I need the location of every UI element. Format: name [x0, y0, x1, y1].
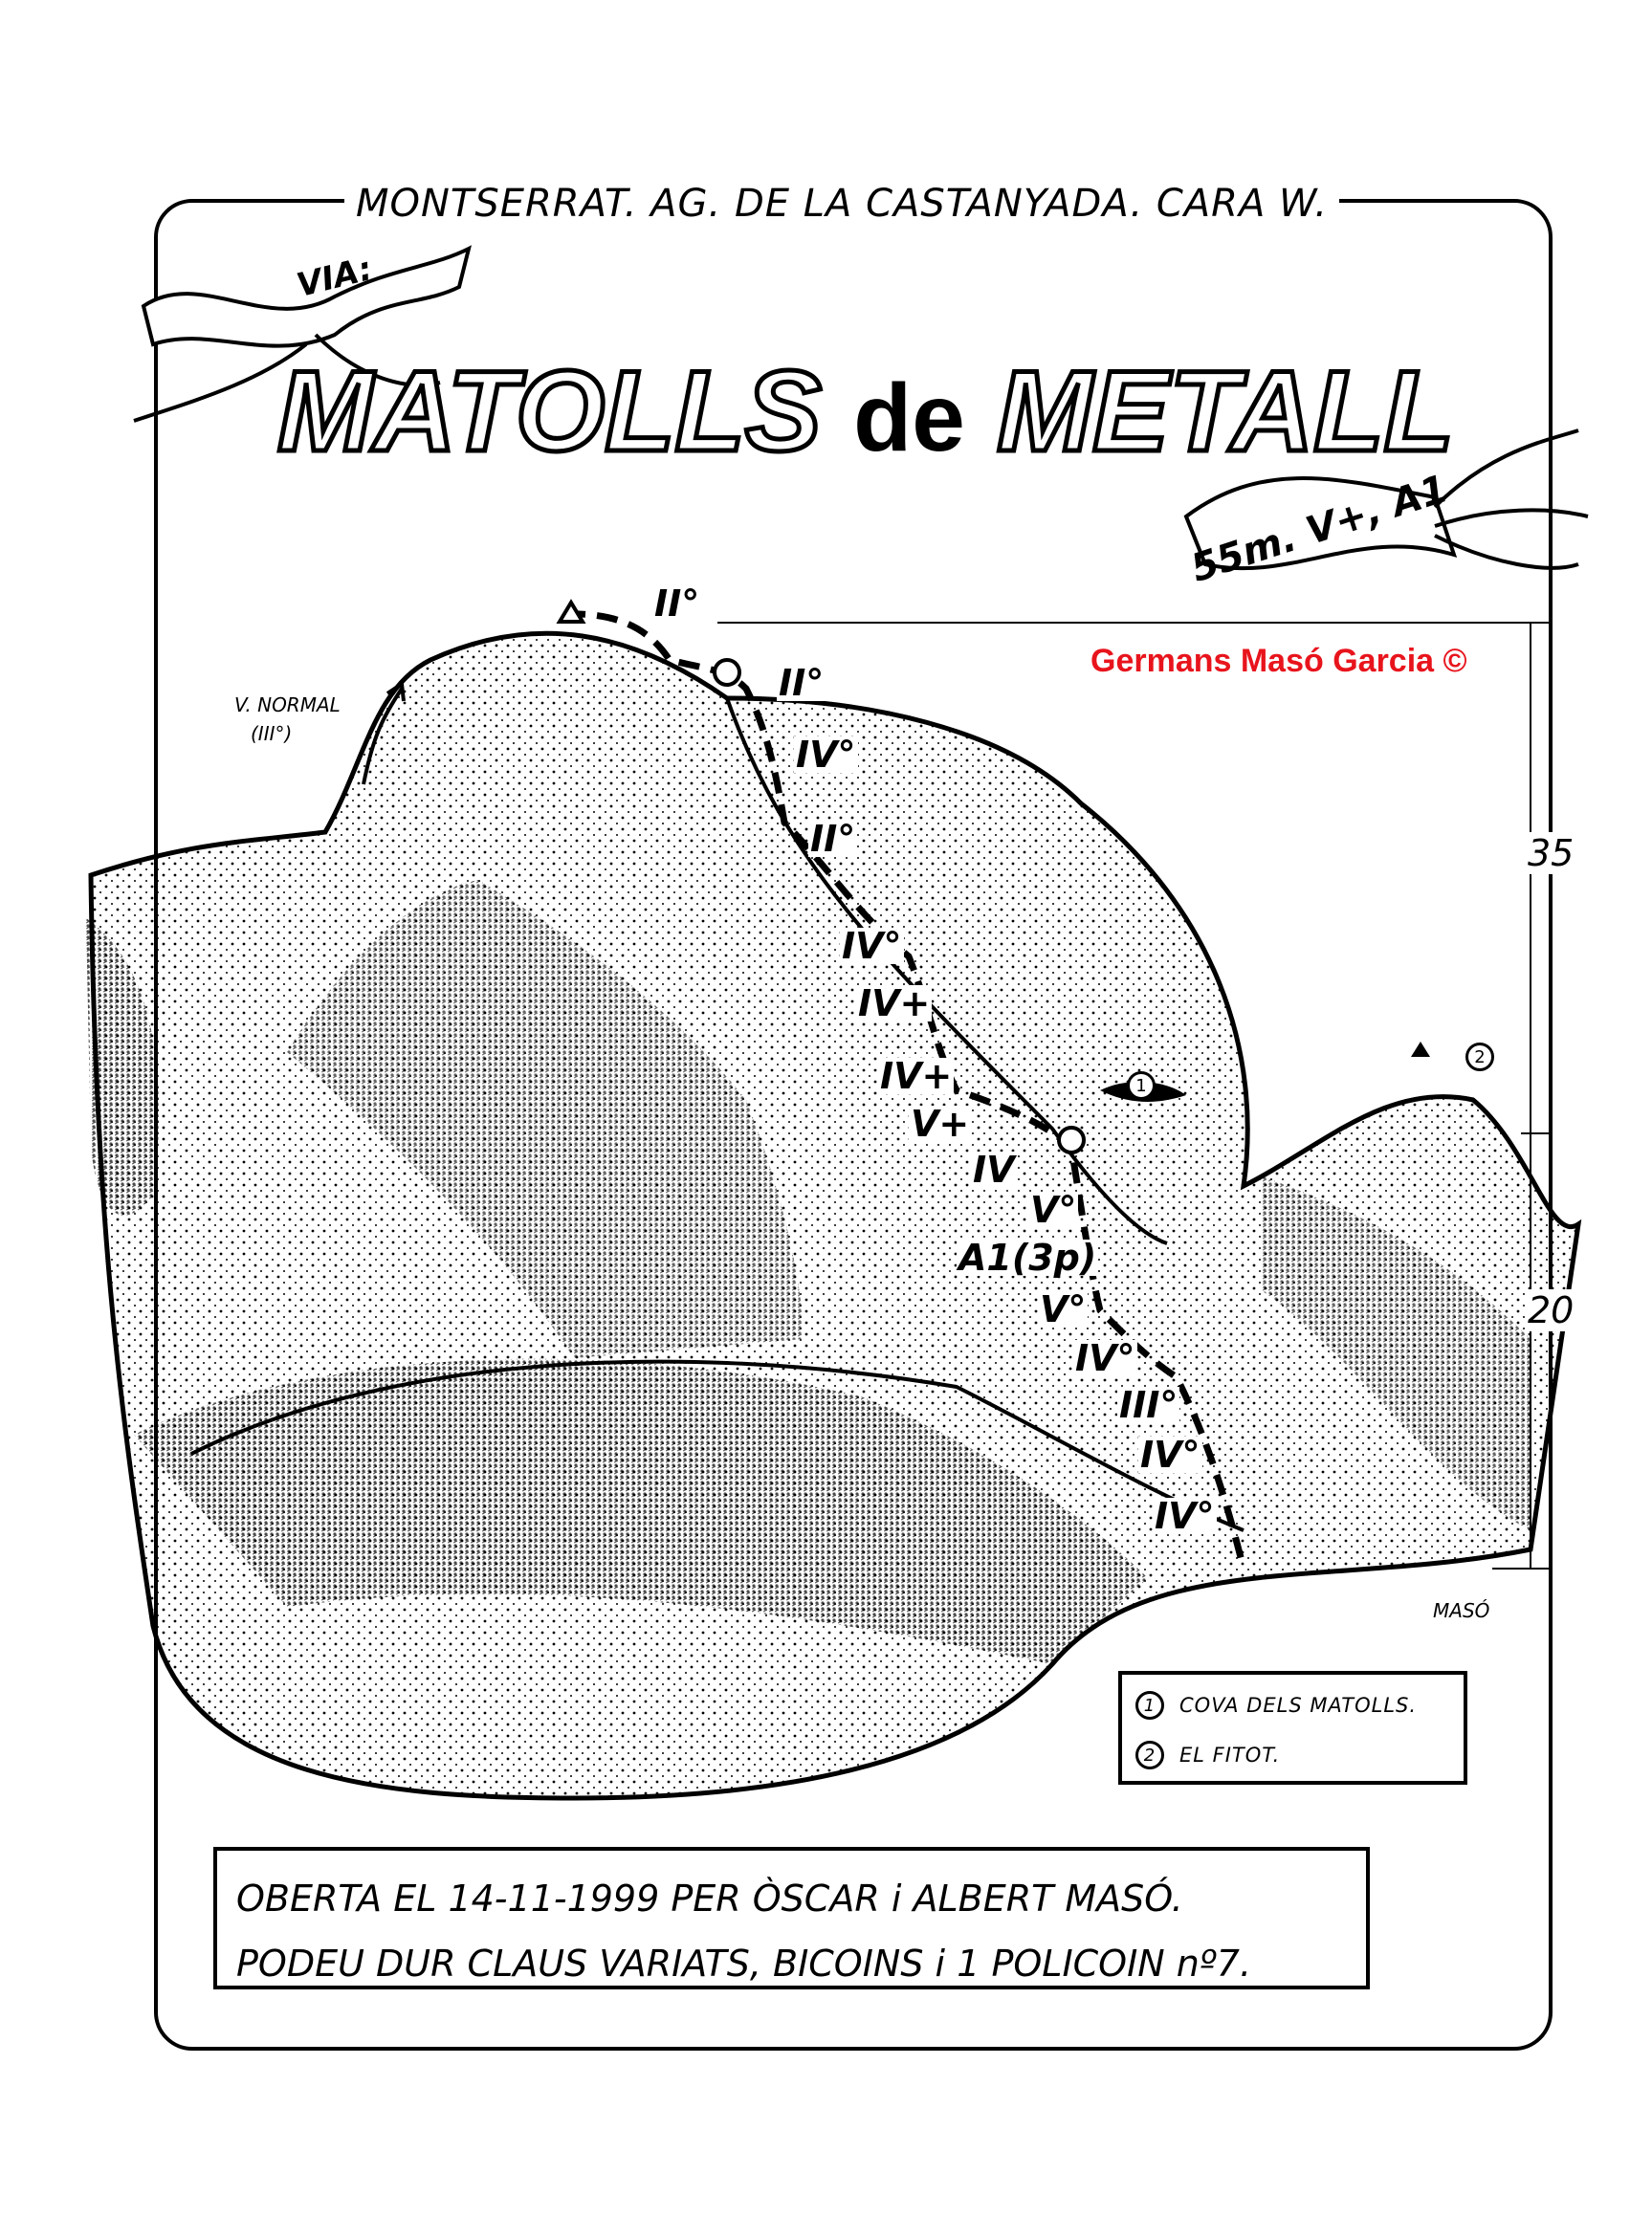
belay-2: [1057, 1126, 1086, 1154]
specs-ribbon: [1183, 428, 1589, 571]
marker-1: 1: [1127, 1071, 1156, 1100]
legend-number: 2: [1135, 1741, 1164, 1769]
normal-route-grade: (III°): [251, 722, 293, 745]
route-name-part1: MATOLLS: [275, 345, 825, 478]
grade-label: IV°: [1153, 1495, 1217, 1537]
grade-label: II°: [777, 662, 826, 704]
grade-label: II°: [808, 818, 858, 860]
route-info-box: OBERTA EL 14-11-1999 PER ÒSCAR i ALBERT …: [213, 1847, 1370, 1989]
normal-route-arrow: [362, 680, 406, 785]
grade-label: V+: [909, 1103, 972, 1145]
legend-item: 2 EL FITOT.: [1135, 1730, 1464, 1780]
legend-label: EL FITOT.: [1179, 1744, 1281, 1767]
height-mark: 35: [1528, 832, 1575, 874]
height-scale: [717, 622, 1552, 1570]
grade-label: V°: [1038, 1288, 1089, 1330]
copyright-notice: Germans Masó Garcia ©: [1090, 643, 1467, 679]
grade-label: IV+: [878, 1055, 955, 1097]
location-title: MONTSERRAT. AG. DE LA CASTANYADA. CARA W…: [344, 182, 1340, 226]
info-line-opening: OBERTA EL 14-11-1999 PER ÒSCAR i ALBERT …: [236, 1878, 1183, 1920]
height-mark: 20: [1528, 1289, 1575, 1331]
info-line-gear: PODEU DUR CLAUS VARIATS, BICOINS i 1 POL…: [236, 1943, 1252, 1985]
grade-label: A1(3p): [957, 1237, 1099, 1279]
via-ribbon: [133, 245, 472, 423]
grade-label: V°: [1028, 1189, 1079, 1231]
route-name-part2: METALL: [995, 345, 1457, 478]
summit-triangle: [556, 599, 586, 624]
fitot-triangle: [1411, 1042, 1430, 1057]
normal-route-label: V. NORMAL: [234, 693, 341, 716]
grade-label: IV°: [1073, 1337, 1137, 1379]
legend-item: 1 COVA DELS MATOLLS.: [1135, 1680, 1464, 1730]
rock-outline: [86, 630, 1582, 1801]
marker-2: 2: [1465, 1043, 1494, 1071]
belay-1: [713, 658, 741, 687]
artist-signature: MASÓ: [1433, 1599, 1490, 1622]
grade-label: IV°: [794, 734, 858, 776]
grade-label: II°: [652, 582, 702, 625]
grade-label: IV°: [1138, 1434, 1202, 1476]
route-name: MATOLLS de METALL: [275, 344, 1457, 485]
grade-label: III°: [1117, 1384, 1180, 1426]
legend-number: 1: [1135, 1691, 1164, 1720]
grade-label: IV+: [856, 982, 933, 1024]
route-name-de: de: [853, 364, 965, 472]
legend-label: COVA DELS MATOLLS.: [1179, 1694, 1418, 1717]
grade-label: IV: [971, 1149, 1017, 1191]
grade-label: IV°: [840, 925, 904, 967]
legend-box: 1 COVA DELS MATOLLS. 2 EL FITOT.: [1118, 1671, 1467, 1785]
